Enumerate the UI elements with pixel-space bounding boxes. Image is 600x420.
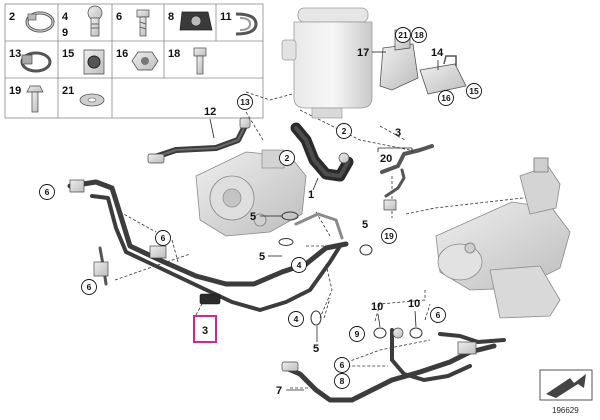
callout-2-upper: 2 <box>336 123 352 139</box>
svg-text:6: 6 <box>340 360 345 370</box>
reservoir-tank <box>281 7 373 119</box>
bolt-icon <box>136 9 150 37</box>
svg-text:18: 18 <box>414 30 424 40</box>
svg-text:21: 21 <box>398 30 408 40</box>
legend-label-19: 19 <box>9 85 21 97</box>
legend-label-16: 16 <box>116 48 128 60</box>
direction-arrow-icon <box>539 369 593 401</box>
legend-label-8: 8 <box>168 11 174 23</box>
callout-19: 19 <box>381 228 397 244</box>
callout-8: 8 <box>334 373 350 389</box>
leader-12 <box>209 118 215 139</box>
power-steering-pump <box>195 149 307 237</box>
legend-grid: 2 4 9 6 8 11 13 15 16 18 19 21 <box>4 3 264 119</box>
callout-5-b: 5 <box>259 251 265 263</box>
leader-10-b <box>414 310 417 328</box>
callout-2-lower: 2 <box>279 150 295 166</box>
legend-label-18: 18 <box>168 48 180 60</box>
legend-label-15: 15 <box>62 48 74 60</box>
socket-bolt-icon <box>193 47 207 75</box>
svg-text:9: 9 <box>355 329 360 339</box>
steering-gear <box>435 157 571 319</box>
callout-3-top: 3 <box>395 127 401 139</box>
legend-label-6: 6 <box>116 11 122 23</box>
callout-1: 1 <box>308 189 314 201</box>
legend-label-11: 11 <box>220 11 232 23</box>
legend-label-2: 2 <box>9 11 15 23</box>
callout-6-a: 6 <box>39 184 55 200</box>
callout-4-b: 4 <box>288 311 304 327</box>
highlighted-callout-3[interactable]: 3 <box>193 315 217 343</box>
banjo-bolt-icon <box>87 5 103 37</box>
callout-16: 16 <box>438 90 454 106</box>
svg-text:3: 3 <box>202 325 208 337</box>
callout-7: 7 <box>276 385 282 397</box>
svg-text:2: 2 <box>285 153 290 163</box>
svg-text:19: 19 <box>384 231 394 241</box>
callout-17: 17 <box>357 47 369 59</box>
svg-text:6: 6 <box>45 187 50 197</box>
callout-10-b: 10 <box>408 298 420 310</box>
callout-9: 9 <box>349 326 365 342</box>
rubber-mount-icon <box>179 11 213 31</box>
leader-1 <box>312 177 319 191</box>
svg-text:8: 8 <box>340 376 345 386</box>
callout-6-c: 6 <box>81 279 97 295</box>
legend-label-13: 13 <box>9 48 21 60</box>
callout-10-a: 10 <box>371 301 383 313</box>
callout-13: 13 <box>237 94 253 110</box>
screw-icon <box>26 85 44 113</box>
svg-text:4: 4 <box>297 260 302 270</box>
svg-text:4: 4 <box>294 314 299 324</box>
clip-icon <box>235 12 258 36</box>
hose-clamp-icon <box>25 11 55 33</box>
callout-6-b: 6 <box>155 230 171 246</box>
callout-14: 14 <box>431 47 444 59</box>
svg-text:15: 15 <box>469 86 479 96</box>
svg-text:6: 6 <box>161 233 166 243</box>
callout-5-a: 5 <box>250 211 256 223</box>
worm-clamp-icon <box>20 51 52 73</box>
legend-label-21: 21 <box>62 85 74 97</box>
fittings <box>69 117 477 372</box>
callout-21: 21 <box>395 27 411 43</box>
bracket-clip-icon <box>83 49 105 75</box>
callout-18: 18 <box>411 27 427 43</box>
callout-5-d: 5 <box>313 343 319 355</box>
hex-nut-icon <box>131 51 159 71</box>
callout-6-e: 6 <box>334 357 350 373</box>
svg-text:6: 6 <box>436 310 441 320</box>
callout-4-a: 4 <box>291 257 307 273</box>
bracket-3-top <box>377 147 413 152</box>
drawing-number: 196629 <box>552 406 579 415</box>
svg-text:16: 16 <box>441 93 451 103</box>
svg-text:13: 13 <box>240 97 250 107</box>
callout-20: 20 <box>380 153 392 165</box>
svg-text:2: 2 <box>342 126 347 136</box>
callout-5-c: 5 <box>362 219 368 231</box>
washer-icon <box>79 93 105 107</box>
callout-6-d: 6 <box>430 307 446 323</box>
legend-label-4: 4 <box>62 11 69 23</box>
legend-label-9: 9 <box>62 27 68 39</box>
callout-12: 12 <box>204 106 216 118</box>
callout-15: 15 <box>466 83 482 99</box>
leader-10-a <box>377 313 381 328</box>
svg-text:6: 6 <box>87 282 92 292</box>
